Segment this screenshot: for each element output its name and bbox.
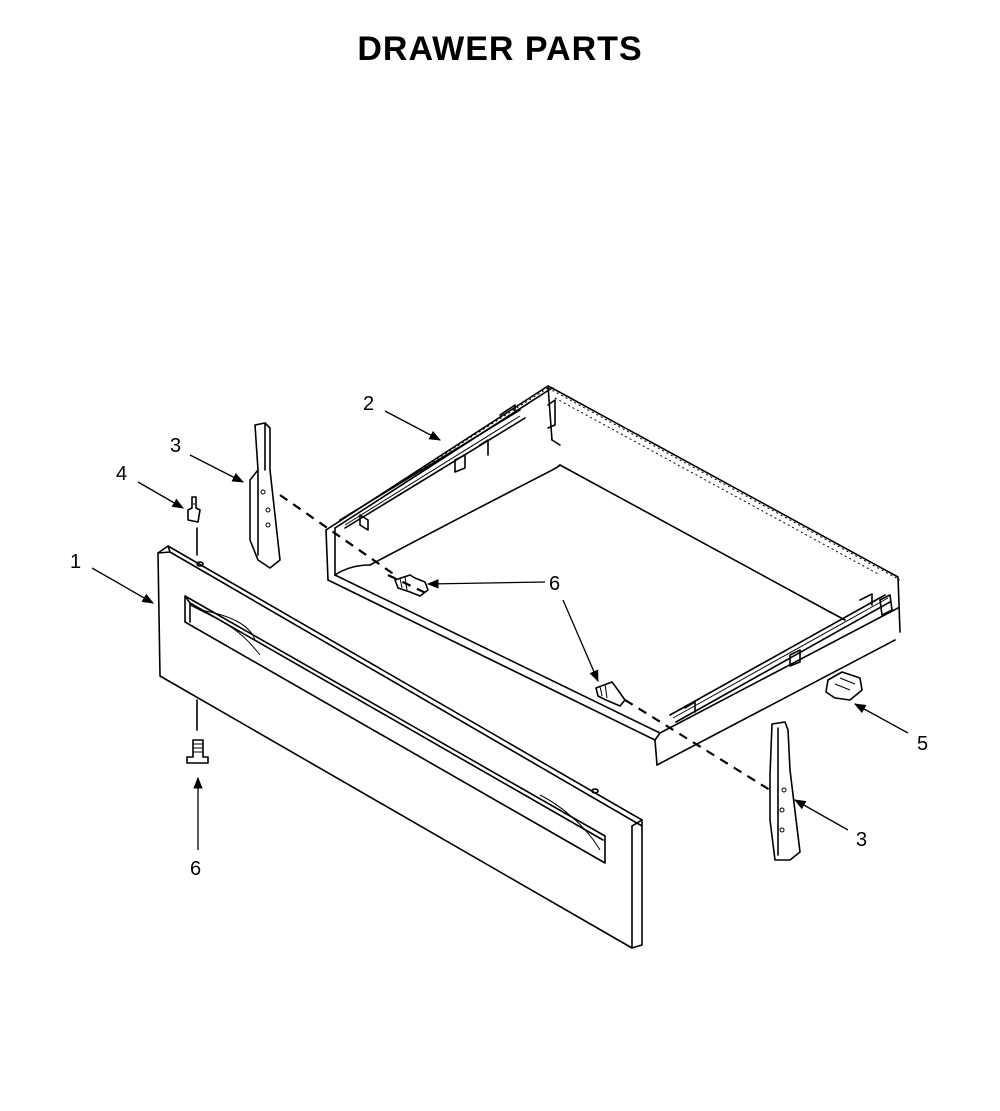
callout-4: 4 [116, 463, 127, 485]
leader-3-left [189, 454, 245, 483]
drawer-box [325, 385, 901, 766]
callout-5: 5 [917, 733, 928, 755]
callout-3-right: 3 [856, 829, 867, 851]
leader-5 [853, 703, 909, 734]
callout-3-left: 3 [170, 435, 181, 457]
leader-4 [137, 481, 185, 509]
page-title: DRAWER PARTS [357, 30, 643, 68]
alignment-line-left [279, 494, 396, 576]
leader-6-middle [426, 579, 546, 589]
leader-6-right [562, 599, 599, 683]
callout-2: 2 [363, 393, 374, 415]
screw-bottom [186, 699, 209, 764]
leader-1 [91, 567, 155, 604]
callout-6-middle: 6 [549, 573, 560, 595]
drawer-front-panel [157, 545, 643, 949]
drawer-bracket-right [769, 721, 801, 861]
drawer-clip [187, 496, 201, 556]
callout-1: 1 [70, 551, 81, 573]
alignment-line-right [624, 699, 771, 791]
leader-3-right [793, 799, 849, 831]
drawer-bracket-left [249, 422, 281, 569]
screw-right [595, 681, 626, 707]
drawer-glide [825, 671, 863, 701]
callout-6-bottom: 6 [190, 858, 201, 880]
leader-2 [384, 410, 442, 441]
screw-middle [387, 574, 431, 597]
